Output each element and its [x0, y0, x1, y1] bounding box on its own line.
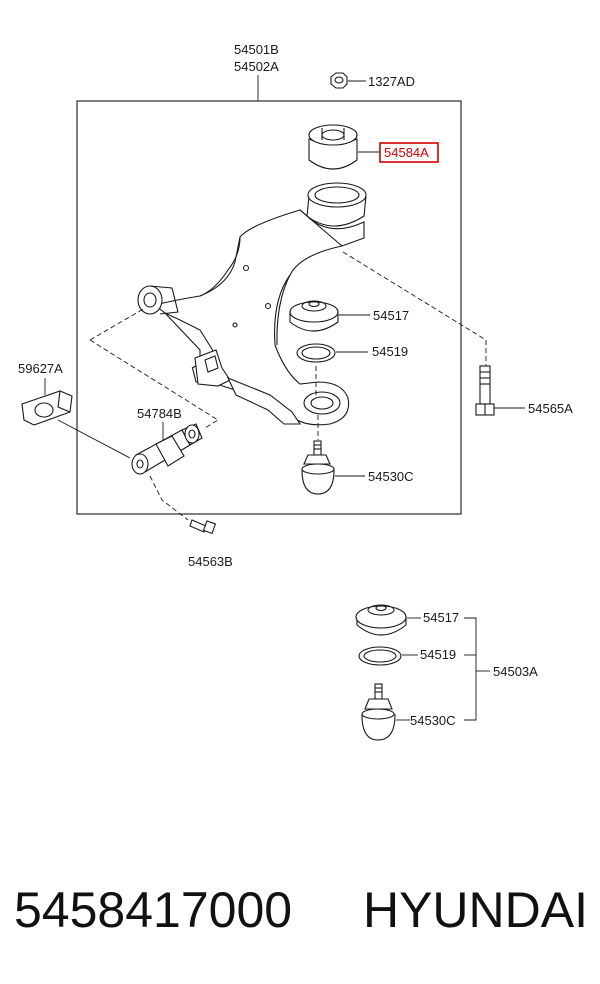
label-54584A[interactable]: 54584A: [384, 145, 429, 160]
nut-icon: [330, 72, 348, 89]
footer: 5458417000 HYUNDAI: [14, 875, 588, 945]
label-kit-54519[interactable]: 54519: [420, 647, 456, 662]
label-54502A[interactable]: 54502A: [234, 59, 279, 74]
kit-dust-cover-icon: [355, 604, 407, 636]
dust-cover-icon: [289, 300, 339, 332]
label-54563B[interactable]: 54563B: [188, 554, 233, 569]
ball-joint-icon: [301, 440, 335, 495]
bushing-icon: [308, 124, 358, 170]
assembly-frame: [76, 100, 462, 515]
label-54784B[interactable]: 54784B: [137, 406, 182, 421]
label-54565A[interactable]: 54565A: [528, 401, 573, 416]
label-54530C[interactable]: 54530C: [368, 469, 414, 484]
rear-bushing-icon: [131, 423, 203, 475]
kit-bracket-line: [464, 617, 477, 721]
small-bolt-icon: [189, 519, 217, 535]
label-kit-54530C[interactable]: 54530C: [410, 713, 456, 728]
ring-icon: [296, 343, 336, 363]
kit-ring-icon: [358, 646, 402, 666]
brand-name: HYUNDAI: [362, 882, 588, 938]
part-number: 5458417000: [14, 882, 293, 938]
label-54501B[interactable]: 54501B: [234, 42, 279, 57]
label-kit-54517[interactable]: 54517: [423, 610, 459, 625]
label-54517[interactable]: 54517: [373, 308, 409, 323]
control-arm-icon: [137, 182, 367, 426]
kit-ball-joint-icon: [361, 683, 396, 741]
label-1327AD[interactable]: 1327AD: [368, 74, 415, 89]
label-54519[interactable]: 54519: [372, 344, 408, 359]
bolt-icon: [475, 365, 495, 416]
label-59627A[interactable]: 59627A: [18, 361, 63, 376]
label-54503A[interactable]: 54503A: [493, 664, 538, 679]
bracket-icon: [21, 390, 73, 426]
highlight-box: [379, 142, 439, 163]
